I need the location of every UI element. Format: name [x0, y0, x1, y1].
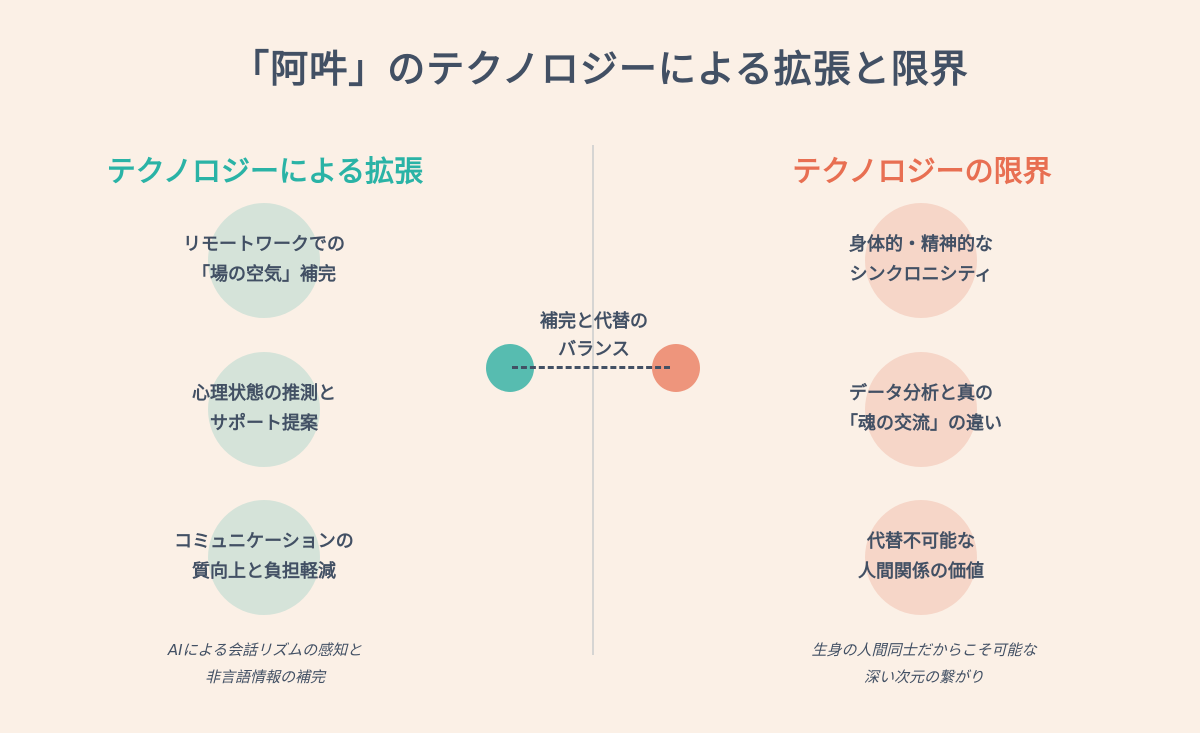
page-title: 「阿吽」のテクノロジーによる拡張と限界	[231, 47, 969, 91]
center-divider	[592, 145, 594, 655]
balance-label: 補完と代替の バランス	[494, 308, 694, 364]
balance-line2: バランス	[558, 339, 630, 360]
left-heading: テクノロジーによる拡張	[106, 154, 424, 188]
left-item-1: リモートワークでの 「場の空気」補完	[144, 203, 384, 323]
left-note-line1: AIによる会話リズムの感知と	[167, 641, 363, 659]
right-item-circle	[865, 352, 977, 467]
right-item-circle	[865, 203, 977, 318]
right-item-line1: 身体的・精神的な	[849, 234, 993, 255]
left-note: AIによる会話リズムの感知と 非言語情報の補完	[105, 637, 425, 691]
left-note-line2: 非言語情報の補完	[204, 668, 325, 686]
right-item-circle	[865, 500, 977, 615]
right-item-3: 代替不可能な 人間関係の価値	[801, 500, 1041, 620]
left-item-circle	[208, 352, 320, 467]
left-item-line1: 心理状態の推測と	[192, 383, 336, 404]
left-item-line2: 質向上と負担軽減	[192, 561, 336, 582]
right-heading: テクノロジーの限界	[792, 154, 1052, 188]
right-item-label: 身体的・精神的な シンクロニシティ	[801, 230, 1041, 290]
balance-line1: 補完と代替の	[540, 311, 648, 332]
right-note-line1: 生身の人間同士だからこそ可能な	[811, 641, 1037, 659]
left-item-2: 心理状態の推測と サポート提案	[144, 352, 384, 472]
right-item-2: データ分析と真の 「魂の交流」の違い	[801, 352, 1041, 472]
right-item-label: データ分析と真の 「魂の交流」の違い	[801, 379, 1041, 439]
balance-dashed-connector	[512, 366, 670, 369]
left-item-3: コミュニケーションの 質向上と負担軽減	[144, 500, 384, 620]
left-item-circle	[208, 500, 320, 615]
right-item-line2: 「魂の交流」の違い	[840, 413, 1002, 434]
left-item-circle	[208, 203, 320, 318]
left-item-label: コミュニケーションの 質向上と負担軽減	[144, 527, 384, 587]
right-item-line1: 代替不可能な	[867, 531, 975, 552]
right-note-line2: 深い次元の繋がり	[863, 668, 984, 686]
right-item-label: 代替不可能な 人間関係の価値	[801, 527, 1041, 587]
left-item-line1: コミュニケーションの	[174, 531, 354, 552]
right-note: 生身の人間同士だからこそ可能な 深い次元の繋がり	[764, 637, 1084, 691]
right-item-line2: シンクロニシティ	[849, 264, 993, 285]
right-item-line2: 人間関係の価値	[858, 561, 984, 582]
left-item-line2: サポート提案	[210, 413, 318, 434]
left-item-line2: 「場の空気」補完	[192, 264, 336, 285]
left-item-label: 心理状態の推測と サポート提案	[144, 379, 384, 439]
right-item-line1: データ分析と真の	[849, 383, 993, 404]
left-item-label: リモートワークでの 「場の空気」補完	[144, 230, 384, 290]
right-item-1: 身体的・精神的な シンクロニシティ	[801, 203, 1041, 323]
left-item-line1: リモートワークでの	[183, 234, 345, 255]
